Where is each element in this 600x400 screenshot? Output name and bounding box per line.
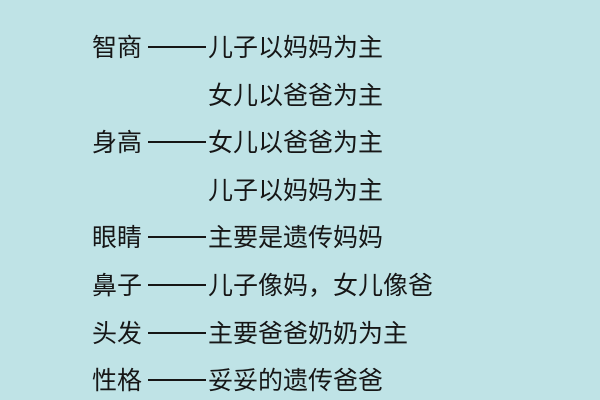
trait-value: 女儿以爸爸为主 xyxy=(208,128,384,157)
em-dash-separator xyxy=(148,379,206,381)
trait-value: 女儿以爸爸为主 xyxy=(208,81,384,110)
trait-label: 鼻子 xyxy=(92,271,143,300)
trait-label: 头发 xyxy=(92,319,143,348)
trait-row-personality: 性格 妥妥的遗传爸爸 xyxy=(92,359,383,399)
em-dash-separator xyxy=(148,46,206,48)
trait-value: 儿子以妈妈为主 xyxy=(208,176,384,205)
trait-label: 性格 xyxy=(92,366,143,395)
trait-row-intelligence: 智商 儿子以妈妈为主 xyxy=(92,26,383,66)
trait-row-height-continued: 儿子以妈妈为主 xyxy=(208,169,383,209)
trait-row-hair: 头发 主要爸爸奶奶为主 xyxy=(92,312,408,352)
trait-row-eyes: 眼睛 主要是遗传妈妈 xyxy=(92,216,383,256)
trait-value: 主要是遗传妈妈 xyxy=(208,223,384,252)
trait-label: 眼睛 xyxy=(92,223,143,252)
trait-value: 妥妥的遗传爸爸 xyxy=(208,366,384,395)
em-dash-separator xyxy=(148,236,206,238)
trait-row-nose: 鼻子 儿子像妈，女儿像爸 xyxy=(92,264,433,304)
em-dash-separator xyxy=(148,284,206,286)
em-dash-separator xyxy=(148,332,206,334)
trait-value: 主要爸爸奶奶为主 xyxy=(208,319,409,348)
trait-value: 儿子以妈妈为主 xyxy=(208,33,384,62)
trait-row-intelligence-continued: 女儿以爸爸为主 xyxy=(208,74,383,114)
trait-label: 智商 xyxy=(92,33,143,62)
em-dash-separator xyxy=(148,141,206,143)
trait-row-height: 身高 女儿以爸爸为主 xyxy=(92,121,383,161)
trait-label: 身高 xyxy=(92,128,143,157)
trait-value: 儿子像妈，女儿像爸 xyxy=(208,271,434,300)
